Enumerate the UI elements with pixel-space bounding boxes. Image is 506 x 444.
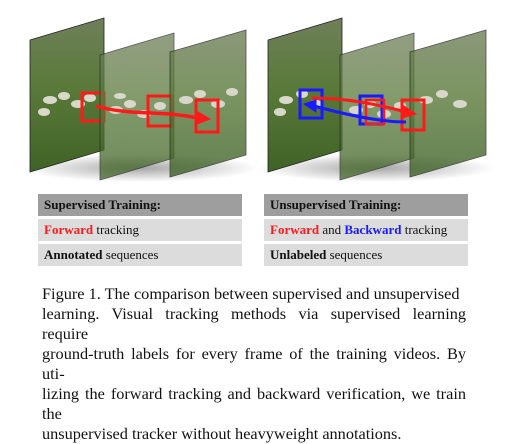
- row-text: and: [319, 222, 345, 237]
- forward-label: Forward: [44, 222, 94, 237]
- table-header: Unsupervised Training:: [264, 194, 468, 216]
- table-row: Annotated sequences: [38, 244, 242, 266]
- supervised-training-table: Supervised Training: Forward tracking An…: [38, 194, 242, 269]
- backward-label: Backward: [344, 222, 402, 237]
- row-text: tracking: [401, 222, 448, 237]
- table-row: Forward tracking: [38, 219, 242, 241]
- row-text: tracking: [93, 222, 139, 237]
- caption-line: ground-truth labels for every frame of t…: [42, 344, 466, 383]
- frame-3: [169, 29, 247, 178]
- frame-2: [99, 32, 175, 181]
- caption-line: learning. Visual tracking methods via su…: [42, 304, 466, 343]
- forward-arrow: [311, 96, 418, 119]
- caption-line: lizing the forward tracking and backward…: [42, 384, 466, 423]
- row-text: sequences: [326, 247, 383, 262]
- table-row: Forward and Backward tracking: [264, 219, 468, 241]
- unlabeled-label: Unlabeled: [270, 247, 327, 262]
- frame-1: [267, 17, 343, 173]
- table-header: Supervised Training:: [38, 194, 242, 216]
- figure-caption: Figure 1. The comparison between supervi…: [42, 284, 466, 444]
- frame-1: [29, 17, 106, 173]
- forward-label: Forward: [270, 222, 320, 237]
- table-row: Unlabeled sequences: [264, 244, 468, 266]
- forward-arrow: [95, 104, 212, 125]
- unsupervised-frames-illustration: [256, 0, 496, 185]
- row-text: sequences: [102, 247, 159, 262]
- unsupervised-training-table: Unsupervised Training: Forward and Backw…: [264, 194, 468, 269]
- frame-3: [400, 29, 487, 178]
- caption-line: Figure 1. The comparison between supervi…: [42, 284, 460, 303]
- annotated-label: Annotated: [44, 247, 103, 262]
- backward-arrow: [302, 99, 407, 124]
- supervised-frames-illustration: [20, 0, 260, 185]
- caption-line: unsupervised tracker without heavyweight…: [42, 424, 402, 443]
